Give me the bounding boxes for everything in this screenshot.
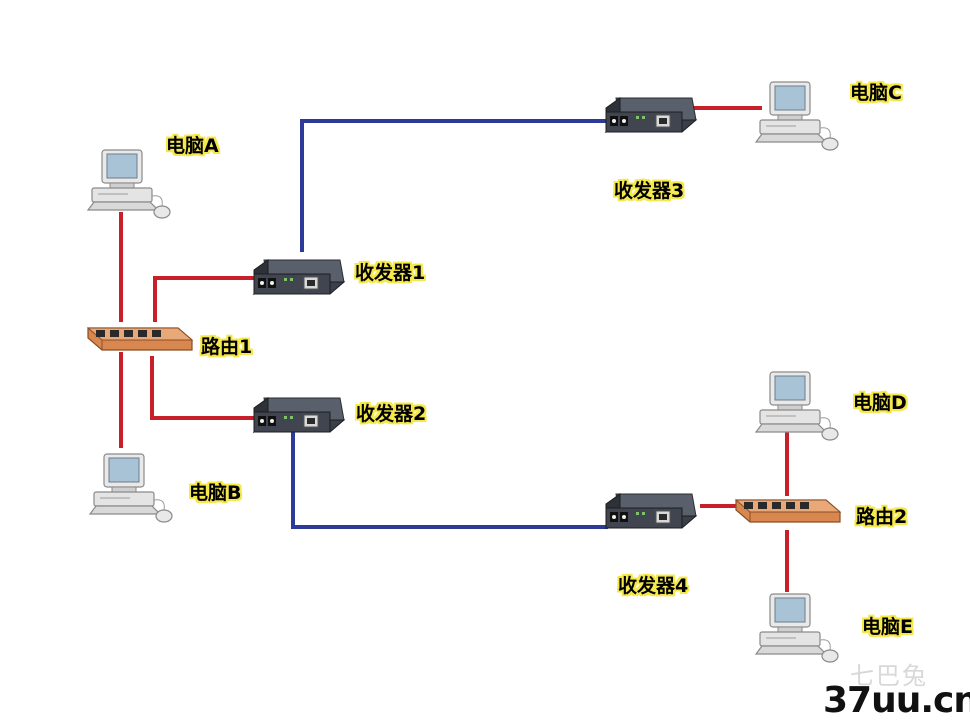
transceiver-icon — [605, 97, 697, 133]
computer-icon — [755, 81, 839, 151]
label-router-2: 路由2 — [856, 506, 908, 528]
label-router-1: 路由1 — [201, 336, 253, 358]
label-pc-b: 电脑B — [189, 482, 242, 504]
computer-icon — [755, 371, 839, 441]
fiber-links — [291, 119, 608, 529]
router-icon — [735, 499, 841, 523]
label-pc-e: 电脑E — [862, 616, 913, 638]
label-transceiver-4: 收发器4 — [618, 575, 689, 597]
link-transceiver-2-transceiver-4 — [291, 430, 608, 529]
label-transceiver-1: 收发器1 — [355, 262, 426, 284]
label-transceiver-3: 收发器3 — [614, 180, 685, 202]
transceiver-icon — [605, 493, 697, 529]
router-icon — [87, 327, 193, 351]
computer-icon — [89, 453, 173, 523]
link-router-1-transceiver-2 — [150, 356, 256, 420]
label-pc-a: 电脑A — [166, 135, 219, 157]
label-transceiver-2: 收发器2 — [356, 403, 427, 425]
computer-icon — [87, 149, 171, 219]
label-pc-d: 电脑D — [853, 392, 907, 414]
link-transceiver-1-transceiver-3 — [300, 119, 608, 252]
transceiver-icon — [253, 259, 345, 295]
transceiver-icon — [253, 397, 345, 433]
watermark-site-url: 37uu.cn — [823, 680, 970, 721]
label-pc-c: 电脑C — [850, 82, 902, 104]
computer-icon — [755, 593, 839, 663]
link-router-1-transceiver-1 — [153, 276, 256, 322]
watermark-site-name: 七巴兔 — [850, 662, 928, 690]
copper-links — [119, 106, 789, 592]
